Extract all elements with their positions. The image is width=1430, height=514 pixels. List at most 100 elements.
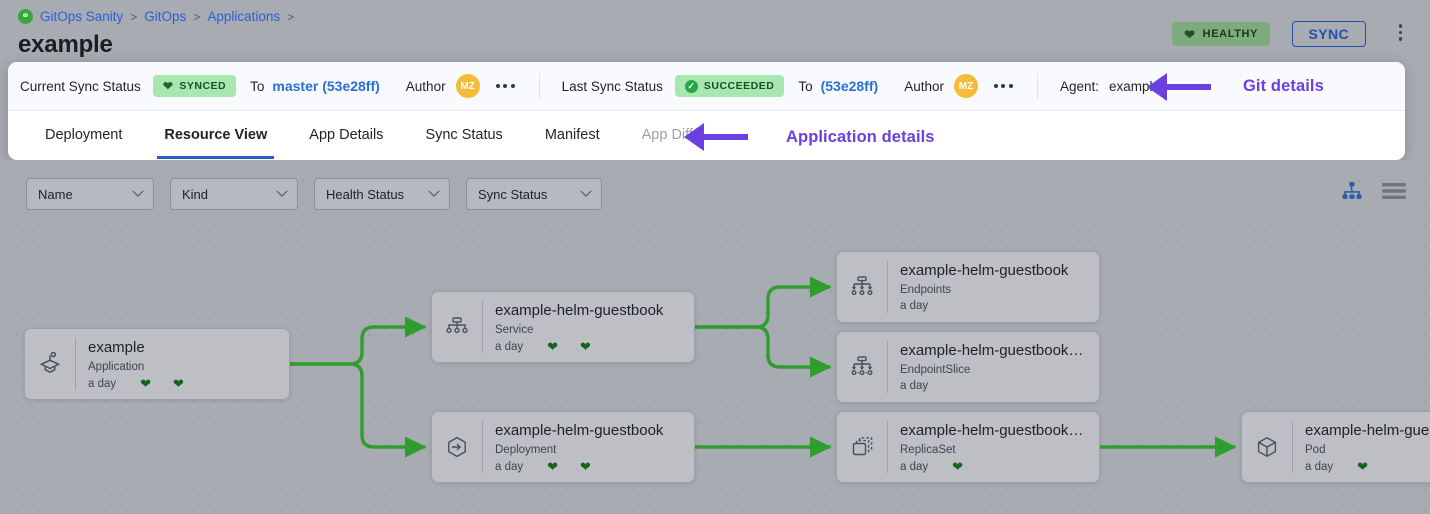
divider bbox=[482, 301, 483, 353]
node-age: a day bbox=[900, 380, 929, 393]
list-view-icon[interactable] bbox=[1382, 182, 1406, 205]
heart-icon: ❤ bbox=[140, 376, 152, 392]
deployment-icon bbox=[432, 412, 482, 482]
node-name: example-helm-guestbook bbox=[1305, 422, 1430, 439]
avatar: MZ bbox=[455, 74, 480, 98]
divider bbox=[1292, 421, 1293, 473]
more-vertical-icon[interactable] bbox=[1397, 22, 1405, 43]
heart-icon: ❤ bbox=[547, 459, 559, 475]
node-kind: ReplicaSet bbox=[900, 444, 956, 457]
graph-node-deployment[interactable]: example-helm-guestbook Deployment a day … bbox=[431, 411, 695, 483]
health-badge-label: HEALTHY bbox=[1202, 28, 1258, 40]
agent-group: Agent: example bbox=[1060, 79, 1160, 94]
heart-icon: ❤ bbox=[173, 376, 184, 392]
node-health-icons: ❤ ❤ bbox=[547, 460, 591, 473]
avatar: MZ bbox=[953, 74, 978, 98]
check-circle-icon: ✓ bbox=[684, 79, 698, 93]
tab-bar: Deployment Resource View App Details Syn… bbox=[8, 111, 1405, 159]
pod-icon bbox=[1242, 412, 1292, 482]
tab-app-details[interactable]: App Details bbox=[288, 111, 404, 159]
last-sync-to-label: To bbox=[798, 78, 813, 94]
node-health-icons: ❤ ❤ bbox=[547, 340, 591, 353]
graph-node-pod[interactable]: example-helm-guestbook Pod a day ❤ bbox=[1241, 411, 1430, 483]
chevron-down-icon bbox=[428, 185, 440, 197]
heart-icon: ❤ bbox=[547, 339, 559, 355]
tab-label: Deployment bbox=[45, 127, 123, 143]
resource-graph: Name Kind Health Status Sync Status bbox=[0, 160, 1430, 514]
graph-node-application[interactable]: example Application a day ❤ ❤ bbox=[24, 328, 290, 400]
current-sync-status-value: SYNCED bbox=[179, 80, 227, 92]
view-toggle-group bbox=[1342, 182, 1406, 205]
breadcrumb-separator: > bbox=[130, 9, 138, 24]
tab-resource-view[interactable]: Resource View bbox=[143, 111, 288, 159]
tab-label: App Diff bbox=[641, 127, 693, 143]
divider bbox=[887, 261, 888, 313]
gitops-logo-icon: ⚭ bbox=[18, 9, 33, 24]
agent-label: Agent: bbox=[1059, 78, 1099, 94]
node-health-icons: ❤ ❤ bbox=[140, 377, 184, 390]
heart-icon: ❤ bbox=[580, 459, 591, 475]
tab-deployment[interactable]: Deployment bbox=[24, 111, 143, 159]
filter-sync-status[interactable]: Sync Status bbox=[466, 178, 602, 210]
last-sync-status-label: Last Sync Status bbox=[561, 78, 663, 94]
filter-label: Sync Status bbox=[478, 186, 548, 202]
current-sync-author-label: Author bbox=[405, 78, 446, 94]
arrow-left-icon bbox=[1147, 73, 1211, 101]
graph-node-replicaset[interactable]: example-helm-guestbook-74... ReplicaSet … bbox=[836, 411, 1100, 483]
service-icon bbox=[432, 292, 482, 362]
breadcrumb-separator: > bbox=[193, 9, 201, 24]
last-sync-revision[interactable]: (53e28ff) bbox=[820, 78, 879, 94]
tab-manifest[interactable]: Manifest bbox=[524, 111, 621, 159]
node-kind: Application bbox=[88, 361, 145, 374]
current-sync-status-group: Current Sync Status ❤ SYNCED To master (… bbox=[20, 74, 517, 98]
filter-kind[interactable]: Kind bbox=[170, 178, 298, 210]
node-age: a day bbox=[88, 377, 117, 390]
page-title: example bbox=[18, 31, 113, 58]
heart-icon: ❤ bbox=[580, 339, 591, 355]
chevron-down-icon bbox=[132, 185, 144, 197]
breadcrumb-item-applications[interactable]: Applications bbox=[207, 9, 281, 24]
current-sync-to-label: To bbox=[250, 78, 265, 94]
breadcrumb-item-gitops[interactable]: GitOps bbox=[144, 9, 187, 24]
node-kind: EndpointSlice bbox=[900, 364, 971, 377]
heart-icon: ❤ bbox=[952, 459, 964, 475]
heart-icon: ❤ bbox=[1184, 26, 1196, 42]
current-sync-revision[interactable]: master (53e28ff) bbox=[272, 78, 380, 94]
more-horizontal-icon[interactable] bbox=[992, 78, 1015, 94]
graph-node-endpointslice[interactable]: example-helm-guestbook-ct... EndpointSli… bbox=[836, 331, 1100, 403]
more-horizontal-icon[interactable] bbox=[494, 78, 517, 94]
tab-label: Resource View bbox=[164, 127, 268, 143]
breadcrumb-item-gitops-sanity[interactable]: GitOps Sanity bbox=[40, 9, 124, 24]
node-kind: Service bbox=[495, 324, 534, 337]
sync-button[interactable]: SYNC bbox=[1291, 21, 1366, 47]
current-sync-status-pill: ❤ SYNCED bbox=[152, 75, 237, 97]
last-sync-author-label: Author bbox=[904, 78, 944, 94]
node-kind: Pod bbox=[1305, 444, 1326, 457]
chevron-down-icon bbox=[580, 185, 592, 197]
node-name: example bbox=[88, 339, 145, 356]
graph-node-endpoints[interactable]: example-helm-guestbook Endpoints a day bbox=[836, 251, 1100, 323]
node-age: a day bbox=[495, 460, 524, 473]
filter-label: Health Status bbox=[326, 186, 405, 202]
tab-app-diff[interactable]: App Diff bbox=[621, 111, 714, 159]
divider bbox=[482, 421, 483, 473]
endpoints-icon bbox=[837, 252, 887, 322]
node-age: a day bbox=[1305, 460, 1334, 473]
graph-node-service[interactable]: example-helm-guestbook Service a day ❤ ❤ bbox=[431, 291, 695, 363]
divider bbox=[1036, 73, 1038, 99]
filter-name[interactable]: Name bbox=[26, 178, 154, 210]
chevron-down-icon bbox=[276, 185, 288, 197]
tree-view-icon[interactable] bbox=[1342, 182, 1362, 205]
breadcrumb-separator: > bbox=[287, 9, 295, 24]
tab-sync-status[interactable]: Sync Status bbox=[404, 111, 523, 159]
argo-application-icon bbox=[25, 329, 75, 399]
tab-label: Manifest bbox=[544, 127, 600, 143]
node-health-icons: ❤ bbox=[1357, 460, 1368, 473]
last-sync-status-value: SUCCEEDED bbox=[703, 80, 775, 92]
heart-icon: ❤ bbox=[1357, 459, 1369, 475]
arrow-left-icon bbox=[684, 123, 748, 151]
filter-health-status[interactable]: Health Status bbox=[314, 178, 450, 210]
endpointslice-icon bbox=[837, 332, 887, 402]
divider bbox=[887, 421, 888, 473]
